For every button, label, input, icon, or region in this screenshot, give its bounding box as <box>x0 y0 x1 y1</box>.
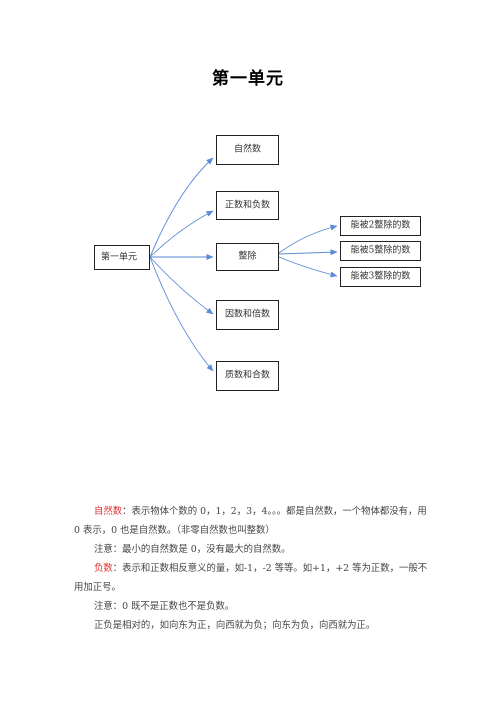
node-divisibility: 整除 <box>216 243 279 271</box>
node-primes-composites: 质数和合数 <box>216 361 279 391</box>
term-natural-numbers: 自然数 <box>94 506 123 517</box>
paragraph-negative-numbers: 负数：表示和正数相反意义的量，如-1，-2 等等。如+1，+2 等为正数，一般不… <box>74 563 428 593</box>
arrow-to-primes-composites <box>149 256 214 372</box>
connector-arrows <box>149 157 338 372</box>
node-positive-negative: 正数和负数 <box>216 191 279 220</box>
node-div-by-5: 能被5整除的数 <box>340 241 421 261</box>
paragraph-relative-sign: 正负是相对的，如向东为正，向西就为负；向东为负，向西就为正。 <box>94 620 376 631</box>
paragraph-natural-numbers: 自然数：表示物体个数的 0，1，2，3，4。。。都是自然数，一个物体都没有，用 … <box>74 506 427 536</box>
paragraph-note-zero: 注意：0 既不是正数也不是负数。 <box>94 601 235 612</box>
node-div-by-2: 能被2整除的数 <box>340 216 421 236</box>
notes-text: 自然数：表示物体个数的 0，1，2，3，4。。。都是自然数，一个物体都没有，用 … <box>74 502 432 635</box>
arrow-to-natural-numbers <box>149 157 214 258</box>
arrow-to-factors-multiples <box>149 256 214 315</box>
page-title: 第一单元 <box>212 69 284 89</box>
node-first-unit: 第一单元 <box>94 245 150 270</box>
node-div-by-3: 能被3整除的数 <box>340 267 421 287</box>
concept-map: 第一单元 自然数 正数和负数 整除 因数和倍数 质数和合数 能被2整除的数 能被… <box>94 135 421 391</box>
arrow-to-div-by-2 <box>278 224 338 254</box>
arrow-to-positive-negative <box>149 210 214 258</box>
term-negative-numbers: 负数 <box>94 563 113 574</box>
paragraph-note-natural: 注意：最小的自然数是 0，没有最大的自然数。 <box>94 544 291 555</box>
arrow-to-div-by-5 <box>278 249 338 256</box>
arrow-to-div-by-3 <box>278 256 338 278</box>
node-natural-numbers: 自然数 <box>216 135 279 165</box>
node-factors-multiples: 因数和倍数 <box>216 300 279 330</box>
